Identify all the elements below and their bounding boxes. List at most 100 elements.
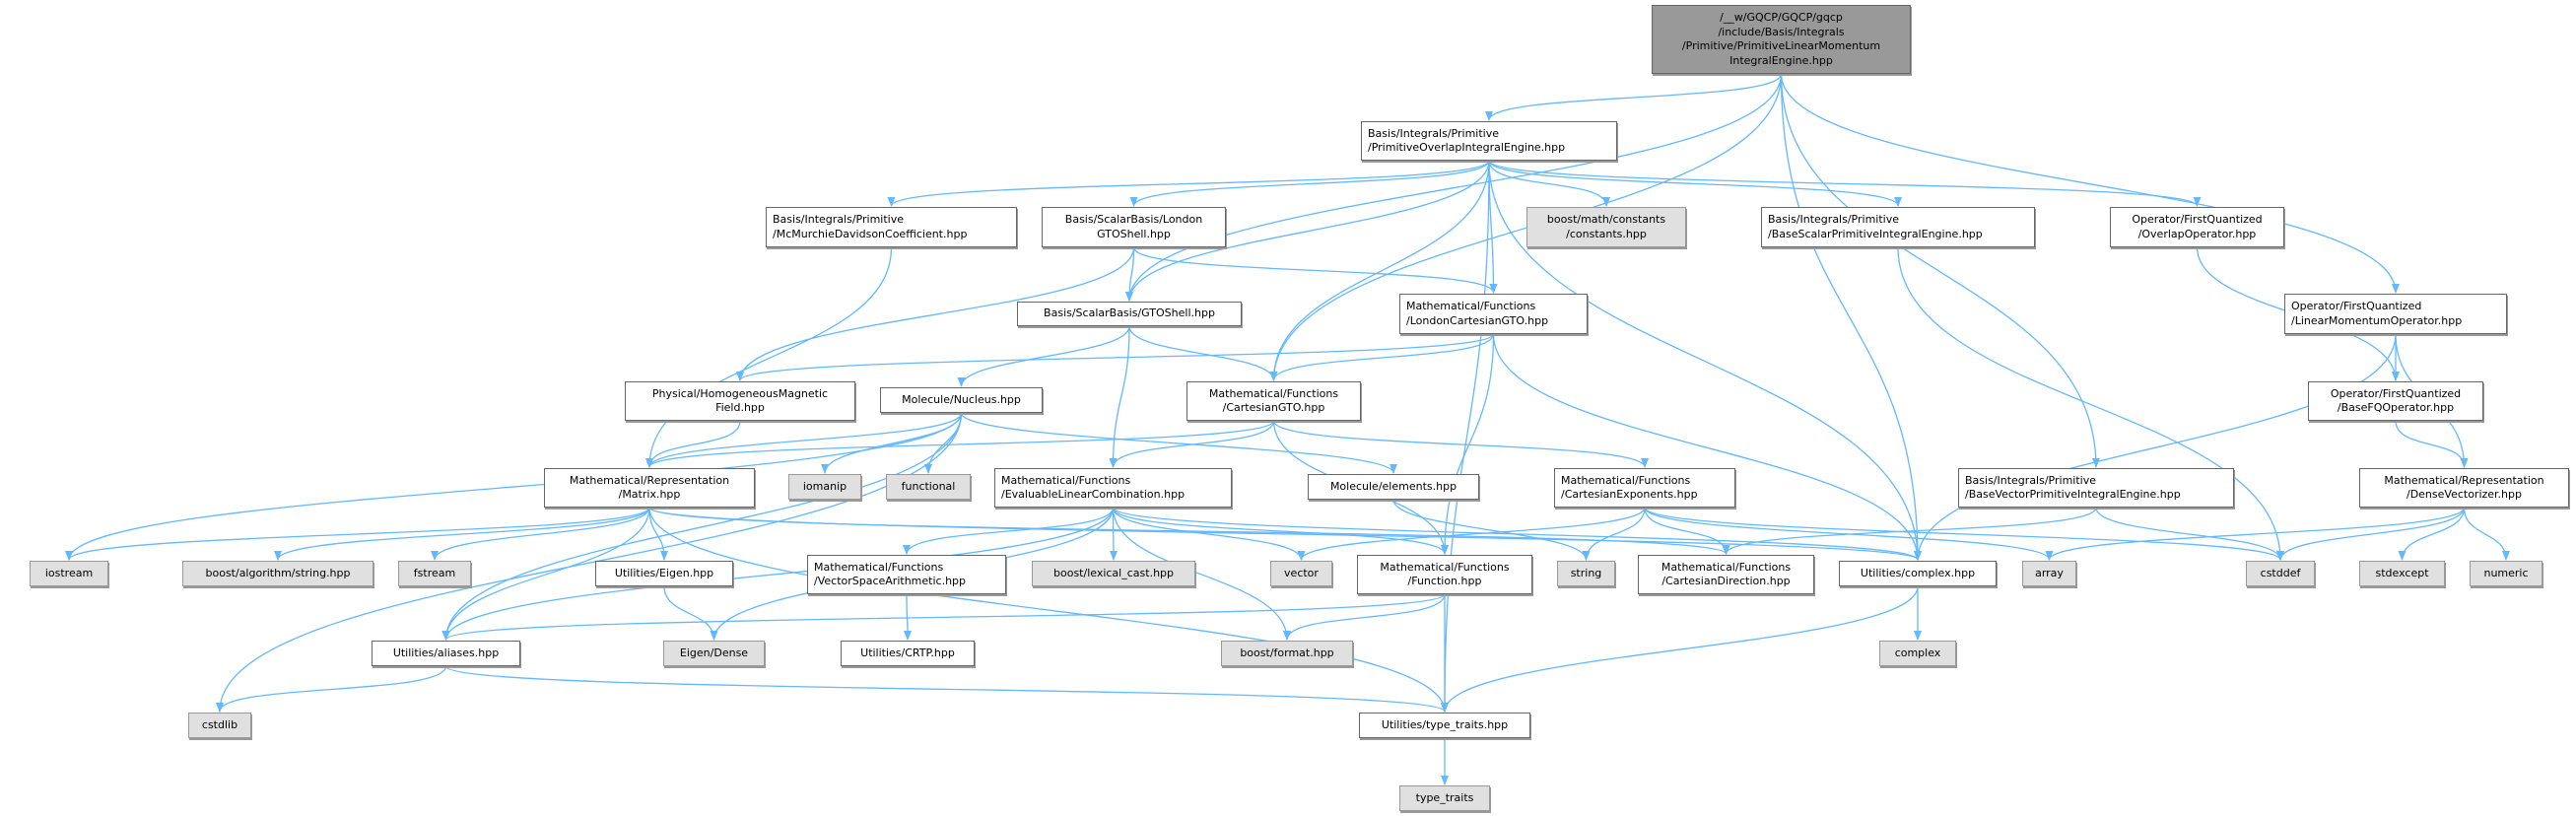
edge-mcmurchie-to-matrix [645, 246, 893, 468]
graph-node-eigenutil[interactable]: Utilities/Eigen.hpp [595, 561, 733, 586]
graph-node-londoncartgto[interactable]: Mathematical/Functions/LondonCartesianGT… [1399, 294, 1588, 334]
node-label-line: Basis/ScalarBasis/GTOShell.hpp [1044, 306, 1215, 320]
graph-node-iomanip[interactable]: iomanip [788, 474, 861, 500]
node-label-line: /OverlapOperator.hpp [2137, 227, 2257, 240]
edge-basevector-to-cartdir [1722, 507, 2097, 555]
node-label-line: /PrimitiveOverlapIntegralEngine.hpp [1368, 141, 1566, 154]
graph-node-densevec[interactable]: Mathematical/Representation/DenseVectori… [2359, 468, 2569, 508]
graph-node-function[interactable]: Mathematical/Functions/Function.hpp [1357, 555, 1532, 594]
node-label-line: fstream [413, 566, 456, 579]
edge-cartexp-to-cstddef [1644, 507, 2284, 561]
graph-node-numeric[interactable]: numeric [2470, 561, 2542, 586]
edge-elements-to-string [1392, 499, 1591, 561]
graph-node-elements[interactable]: Molecule/elements.hpp [1308, 474, 1479, 500]
graph-node-typetraitshpp[interactable]: Utilities/type_traits.hpp [1359, 713, 1530, 738]
node-label-line: Eigen/Dense [679, 646, 749, 659]
node-label-line: Utilities/complex.hpp [1860, 566, 1976, 579]
graph-node-cartexp[interactable]: Mathematical/Functions/CartesianExponent… [1554, 468, 1735, 508]
graph-node-eigendense[interactable]: Eigen/Dense [663, 641, 765, 666]
edge-densevec-to-cstddef [2276, 507, 2466, 561]
node-label-line: Mathematical/Functions [1561, 473, 1691, 487]
node-label-line: /Primitive/PrimitiveLinearMomentum [1681, 39, 1881, 52]
node-label-line: cstddef [2260, 566, 2301, 579]
graph-node-overlap[interactable]: Basis/Integrals/Primitive/PrimitiveOverl… [1361, 121, 1617, 161]
graph-node-stdexcept[interactable]: stdexcept [2359, 561, 2445, 586]
node-label-line: type_traits [1415, 790, 1474, 804]
graph-node-overlapop[interactable]: Operator/FirstQuantized/OverlapOperator.… [2110, 207, 2284, 247]
edge-function-to-boostformat [1283, 593, 1446, 641]
node-label-line: Mathematical/Functions [1380, 560, 1510, 574]
graph-node-lexical[interactable]: boost/lexical_cast.hpp [1032, 561, 1195, 586]
node-label-line: /DenseVectorizer.hpp [2406, 488, 2522, 501]
graph-node-boostalgo[interactable]: boost/algorithm/string.hpp [182, 561, 373, 586]
edge-cartgto-to-cartexp [1272, 420, 1649, 468]
edge-root-to-complexhpp [1780, 73, 1922, 561]
edge-vectorspace-to-crtp [903, 593, 912, 641]
edge-evaluable-to-aliases [441, 507, 1115, 641]
graph-node-nucleus[interactable]: Molecule/Nucleus.hpp [880, 387, 1043, 413]
edge-overlap-to-overlapop [1488, 160, 2202, 207]
graph-node-aliases[interactable]: Utilities/aliases.hpp [372, 641, 520, 666]
graph-node-complexhpp[interactable]: Utilities/complex.hpp [1839, 561, 1997, 586]
edge-overlap-to-typetraitshpp [1441, 160, 1490, 713]
edge-londongtoshell-to-physical [736, 246, 1135, 381]
graph-node-iostream[interactable]: iostream [30, 561, 108, 586]
edge-root-to-basevector [1780, 73, 2100, 468]
graph-node-functional[interactable]: functional [886, 474, 971, 500]
graph-node-cstddef[interactable]: cstddef [2246, 561, 2315, 586]
graph-node-crtp[interactable]: Utilities/CRTP.hpp [841, 641, 975, 666]
edge-londongtoshell-to-gtoshell [1125, 246, 1135, 302]
edge-complexhpp-to-typetraitshpp [1441, 585, 1919, 713]
node-label-line: Utilities/type_traits.hpp [1381, 717, 1509, 731]
node-label-line: Mathematical/Functions [1001, 473, 1131, 487]
graph-node-mcmurchie[interactable]: Basis/Integrals/Primitive/McMurchieDavid… [766, 207, 1017, 247]
node-label-line: Basis/Integrals/Primitive [1368, 126, 1499, 140]
graph-node-fstream[interactable]: fstream [398, 561, 471, 586]
edge-overlap-to-gtoshell [1125, 160, 1490, 302]
node-label-line: string [1570, 566, 1602, 579]
node-label-line: /BaseFQOperator.hpp [2337, 401, 2455, 414]
graph-node-basefq[interactable]: Operator/FirstQuantized/BaseFQOperator.h… [2308, 381, 2483, 421]
node-label-line: /Matrix.hpp [618, 488, 681, 501]
graph-node-vector[interactable]: vector [1270, 561, 1332, 586]
graph-node-linmom[interactable]: Operator/FirstQuantized/LinearMomentumOp… [2284, 294, 2507, 334]
graph-node-basevector[interactable]: Basis/Integrals/Primitive/BaseVectorPrim… [1958, 468, 2234, 508]
graph-node-gtoshell[interactable]: Basis/ScalarBasis/GTOShell.hpp [1017, 302, 1242, 326]
edge-cartgto-to-matrix [645, 420, 1275, 468]
node-label-line: numeric [2483, 566, 2529, 579]
edge-matrix-to-complexhpp [648, 507, 1922, 561]
edge-densevec-to-numeric [2463, 507, 2510, 561]
node-label-line: /Function.hpp [1407, 575, 1482, 587]
graph-node-complex[interactable]: complex [1879, 641, 1956, 666]
node-label-line: Molecule/elements.hpp [1329, 479, 1457, 493]
graph-node-vectorspace[interactable]: Mathematical/Functions/VectorSpaceArithm… [807, 555, 1006, 594]
node-label-line: Mathematical/Functions [1661, 560, 1792, 574]
edge-cartexp-to-array [1644, 507, 2054, 561]
edge-eigenutil-to-eigendense [663, 585, 718, 641]
graph-node-evaluable[interactable]: Mathematical/Functions/EvaluableLinearCo… [994, 468, 1232, 508]
edge-function-to-aliases [441, 593, 1446, 641]
node-label-line: complex [1894, 646, 1941, 659]
node-label-line: /constants.hpp [1566, 227, 1647, 240]
graph-node-string[interactable]: string [1557, 561, 1615, 586]
edge-linmom-to-complexhpp [1914, 333, 2397, 561]
graph-node-boostmath[interactable]: boost/math/constants/constants.hpp [1526, 207, 1686, 247]
node-label-line: /__w/GQCP/GQCP/gqcp [1720, 11, 1843, 24]
graph-node-cstdlib[interactable]: cstdlib [188, 713, 251, 738]
graph-node-cartgto[interactable]: Mathematical/Functions/CartesianGTO.hpp [1186, 381, 1361, 421]
edge-overlap-to-complexhpp [1488, 160, 1922, 561]
node-label-line: Mathematical/Functions [1406, 300, 1536, 312]
node-label-line: Mathematical/Representation [2384, 473, 2544, 487]
graph-node-matrix[interactable]: Mathematical/Representation/Matrix.hpp [544, 468, 755, 508]
edge-gtoshell-to-cartgto [1128, 325, 1278, 381]
graph-node-array[interactable]: array [2022, 561, 2076, 586]
graph-node-root[interactable]: /__w/GQCP/GQCP/gqcp/include/Basis/Integr… [1652, 5, 1911, 74]
node-label-line: cstdlib [201, 717, 238, 731]
graph-node-boostformat[interactable]: boost/format.hpp [1221, 641, 1353, 666]
graph-node-basescalar[interactable]: Basis/Integrals/Primitive/BaseScalarPrim… [1761, 207, 2035, 247]
node-label-line: Utilities/CRTP.hpp [860, 646, 955, 659]
graph-node-typetraits[interactable]: type_traits [1399, 785, 1490, 811]
graph-node-cartdir[interactable]: Mathematical/Functions/CartesianDirectio… [1638, 555, 1814, 594]
